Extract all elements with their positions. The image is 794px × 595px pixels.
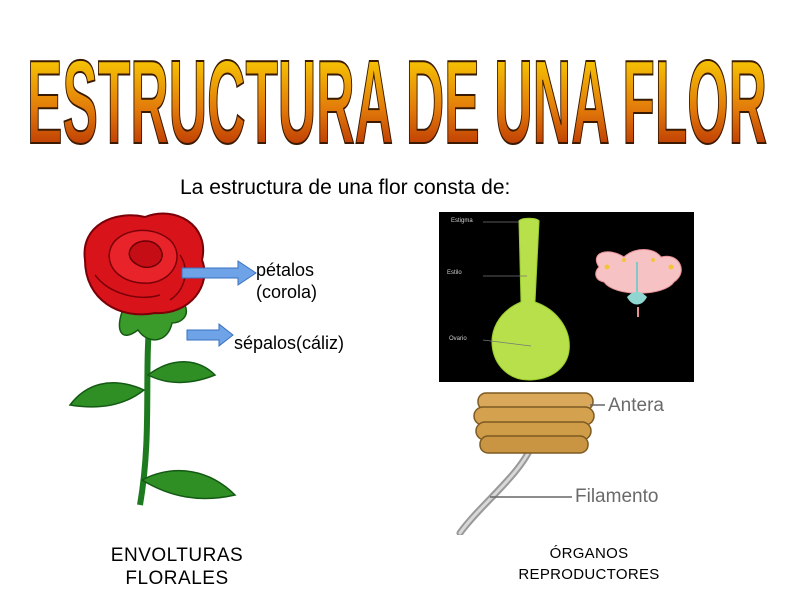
small-flower-icon [595, 249, 682, 317]
pistil-shape [491, 217, 570, 381]
stamen-diagram [456, 392, 605, 535]
arrow-to-sepalos [186, 322, 234, 348]
caption-organos-reproductores: ÓRGANOS REPRODUCTORES [518, 545, 660, 583]
label-antera: Antera [608, 395, 664, 416]
caption-envolturas-florales: ENVOLTURAS FLORALES [110, 545, 244, 589]
pistil-label: Estigma [451, 218, 473, 224]
label-petalos: pétalos (corola) [256, 260, 318, 302]
pistil-label: Ovario [449, 336, 467, 342]
rose-illustration [68, 212, 237, 506]
pistil-diagram: Estigma Estilo Ovario [439, 212, 694, 382]
rose-leaf [140, 469, 237, 500]
rose-leaf [68, 382, 146, 408]
page-title: ESTRUCTURA DE UNA FLOR [27, 36, 767, 169]
label-filamento: Filamento [575, 486, 659, 507]
pistil-label: Estilo [447, 270, 462, 276]
label-sepalos: sépalos(cáliz) [234, 333, 345, 353]
anther [473, 392, 595, 454]
rose-leaf [146, 361, 217, 384]
arrow-to-petalos [181, 260, 257, 286]
page-title-art: ESTRUCTURA DE UNA FLOR [26, 35, 768, 170]
subtitle: La estructura de una flor consta de: [180, 176, 511, 199]
